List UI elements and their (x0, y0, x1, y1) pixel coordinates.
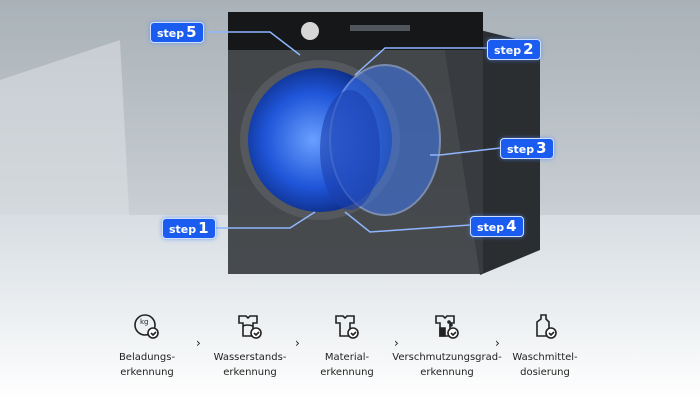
feature-fabric-detection: Material-erkennung (292, 312, 402, 380)
chevron-right-icon: › (196, 336, 201, 350)
step-word: step (477, 221, 505, 234)
feature-label-line2: dosierung (520, 367, 570, 378)
feature-label-line1: Beladungs- (118, 352, 176, 363)
chevron-right-icon: › (295, 336, 300, 350)
feature-label-line1: Verschmutzungsgrad- (392, 352, 502, 363)
step-word: step (494, 44, 522, 57)
step-word: step (157, 27, 185, 40)
feature-label-line1: Wasserstands- (213, 352, 287, 363)
step-word: step (507, 143, 535, 156)
feature-label-line1: Material- (324, 352, 370, 363)
feature-water-level-detection: Wasserstands-erkennung (195, 312, 305, 380)
dial-knob (301, 22, 319, 40)
feature-label-line2: erkennung (120, 367, 174, 378)
step-number: 2 (523, 40, 534, 58)
feature-label-line2: erkennung (320, 367, 374, 378)
feature-load-detection: kg Beladungs-erkennung (92, 312, 202, 380)
chevron-right-icon: › (394, 336, 399, 350)
soil-level-shirt-icon (435, 315, 459, 339)
chevron-right-icon: › (495, 336, 500, 350)
feature-label-line1: Waschmittel- (512, 352, 578, 363)
water-level-shirt-icon (238, 315, 262, 339)
step-number: 5 (186, 23, 197, 41)
feature-label-line2: erkennung (420, 367, 474, 378)
step-word: step (169, 223, 197, 236)
step-number: 4 (506, 217, 517, 235)
feature-soil-level-detection: Verschmutzungsgrad-erkennung (392, 312, 502, 380)
detergent-bottle-icon (536, 314, 557, 339)
svg-text:kg: kg (140, 318, 149, 326)
fabric-shirt-icon (335, 315, 359, 339)
feature-detergent-dosing: Waschmittel-dosierung (490, 312, 600, 380)
step-number: 3 (536, 139, 547, 157)
weight-kg-icon: kg (134, 314, 159, 339)
feature-label-line2: erkennung (223, 367, 277, 378)
step-number: 1 (198, 219, 209, 237)
